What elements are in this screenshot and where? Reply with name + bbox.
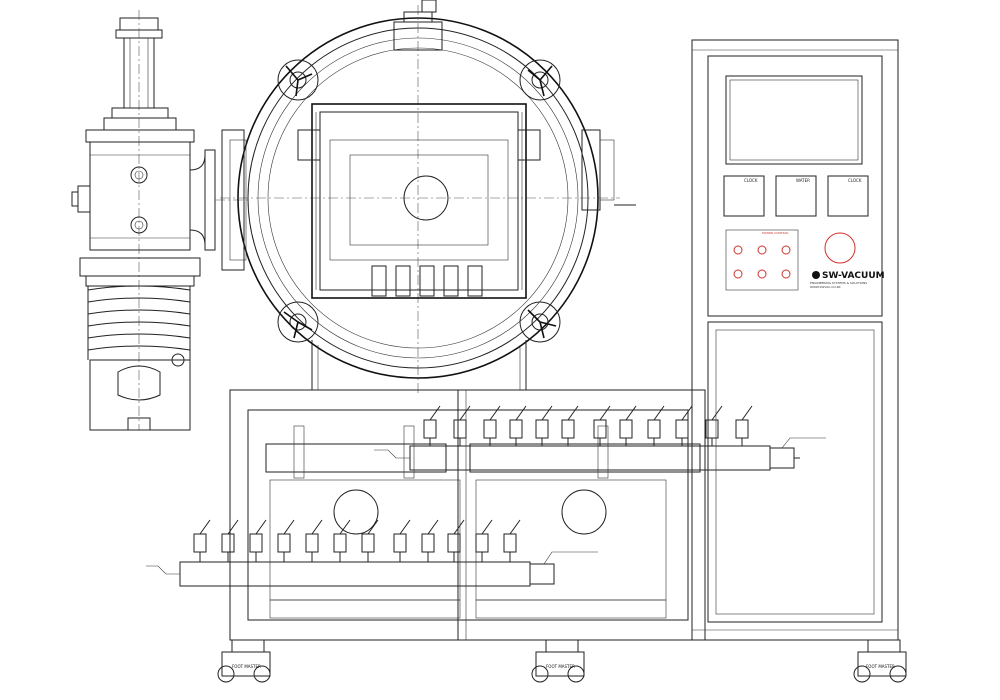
brand-website: WWW.SWVAC.CO.KR [810,285,841,289]
caster-label-right: FOOT MASTER [866,664,895,669]
door-clamp-top-right [519,59,561,101]
brand-subtitle: ENGINEERING SYSTEMS & SOLUTIONS [810,281,867,285]
hot-zone [297,103,541,299]
caster-label-left: FOOT MASTER [232,664,261,669]
lower-water-manifold [146,519,598,587]
brand-name: SW-VACUUM [822,271,885,281]
power-control-label: POWER CONTROL [762,231,789,235]
door-clamp-bottom-right [519,301,561,343]
chamber-stand [311,340,527,390]
control-cabinet [691,39,899,641]
door-clamp-bottom-left [277,301,319,343]
door-clamp-top-left [277,59,319,101]
meter-label-1: CLOCK [744,178,758,183]
caster-right [853,639,907,683]
base-frame [229,389,706,641]
meter-label-3: CLOCK [848,178,862,183]
vacuum-pump-assembly [71,10,250,431]
caster-middle [531,639,585,683]
upper-water-manifold [374,405,826,471]
caster-label-middle: FOOT MASTER [546,664,575,669]
caster-left [217,639,271,683]
meter-label-2: WATER [796,178,810,183]
chamber-door [220,0,636,395]
